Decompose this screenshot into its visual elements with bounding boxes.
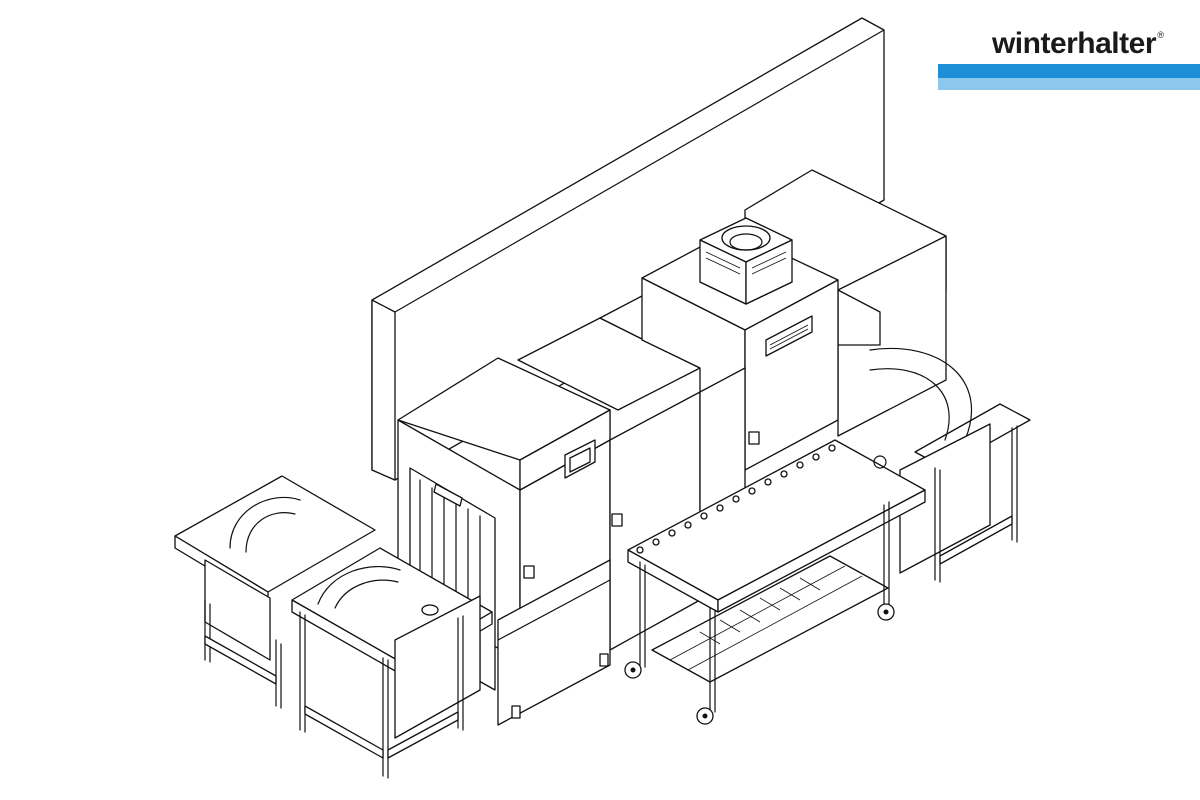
brand-bar-bottom: [938, 78, 1200, 90]
exhaust-vent: [700, 218, 792, 304]
rear-right-housing: [745, 170, 946, 436]
machine-feet: [512, 654, 608, 718]
left-corner-table: [175, 476, 375, 708]
right-corner-table: [870, 348, 1030, 582]
brand-logo: winterhalter ®: [938, 28, 1200, 94]
brand-name: winterhalter: [991, 27, 1157, 60]
registered-mark: ®: [1157, 30, 1164, 40]
nozzle-row: [637, 445, 835, 553]
brand-bar-top: [938, 64, 1200, 78]
control-details: [524, 316, 812, 578]
front-right-trolley: [625, 440, 925, 724]
front-left-table: [292, 548, 492, 778]
machine-body: [398, 230, 838, 725]
